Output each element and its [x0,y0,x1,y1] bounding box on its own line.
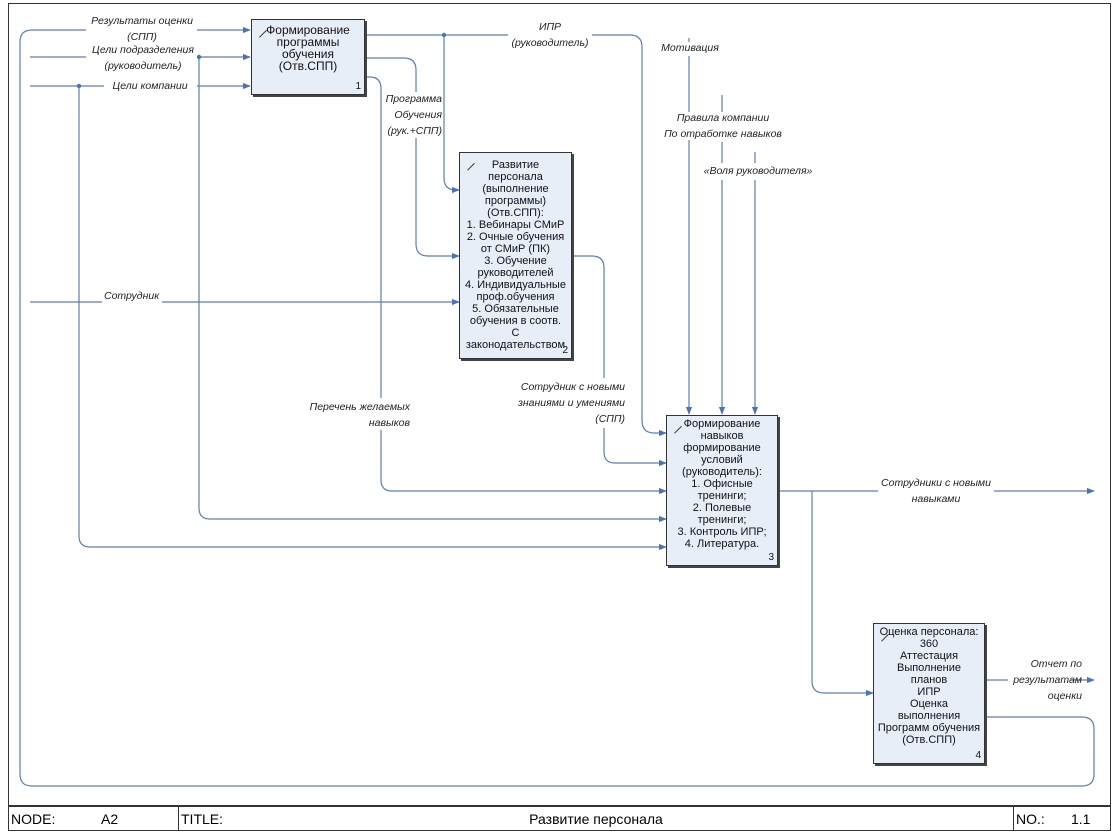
footer-title-cell: TITLE: Развитие персонала [179,807,1014,830]
activity-number: 1 [355,81,361,92]
activity-title: Оценка персонала: 360 Аттестация Выполне… [877,626,981,746]
arrow-to-assessment [811,491,874,697]
arrow-skills-list [365,76,666,491]
junction-dot [76,83,82,89]
label-will: «Воля руководителя» [703,165,813,177]
diagram-title: Развитие персонала [529,810,663,827]
activity-box-4[interactable]: Оценка персонала: 360 Аттестация Выполне… [873,623,985,764]
arrow-results-feedback [19,30,1095,787]
arrow-company-goals-branch [78,86,667,551]
label-ipr: ИПР (руководитель) [511,21,589,49]
arrow-dept-goals-branch [198,57,667,523]
label-employees-new-skills: Сотрудники с новыми навыками [881,477,991,505]
label-employee: Сотрудник [104,290,160,302]
label-results: Результаты оценки (СПП) [91,15,193,43]
activity-box-2[interactable]: Развитие персонала (выполнение программы… [459,152,572,359]
activity-number: 2 [562,345,568,356]
activity-box-3[interactable]: Формирование навыков формирование услови… [666,415,778,566]
label-employee-new-knowledge: Сотрудник с новыми знаниями и умениями (… [518,381,625,425]
node-value: A2 [101,810,119,827]
footer-node-cell: NODE: A2 [9,807,179,830]
activity-title: Развитие персонала (выполнение программы… [465,159,566,351]
number-value: 1.1 [1071,810,1091,827]
activity-title: Формирование программы обучения (Отв.СПП… [266,23,350,73]
number-label: NO.: [1016,810,1045,827]
label-dept-goals: Цели подразделения (руководитель) [92,44,194,72]
node-label: NODE: [11,810,56,827]
arrow-ipr [365,34,666,433]
arrow-ipr-branch [443,35,460,194]
title-label: TITLE: [181,810,224,827]
label-program: Программа Обучения (рук.+СПП) [385,93,442,137]
label-skills-list: Перечень желаемых навыков [309,401,410,429]
activity-number: 3 [768,552,774,563]
arrow-employee-new-knowledge [572,255,666,463]
label-company-goals: Цели компании [112,80,188,92]
label-motivation: Мотивация [661,42,719,54]
activity-box-1[interactable]: Формирование программы обучения (Отв.СПП… [251,19,365,95]
diagram-footer: NODE: A2 TITLE: Развитие персонала NO.: … [8,806,1111,831]
junction-dot [441,32,447,38]
arrow-program [365,57,459,256]
label-rules: Правила компании По отработке навыков [664,112,782,140]
activity-number: 4 [975,750,981,761]
footer-number-cell: NO.: 1.1 [1014,807,1110,830]
junction-dot [196,54,202,60]
label-report: Отчет по результатам оценки [1013,658,1082,702]
activity-title: Формирование навыков формирование услови… [677,418,767,550]
